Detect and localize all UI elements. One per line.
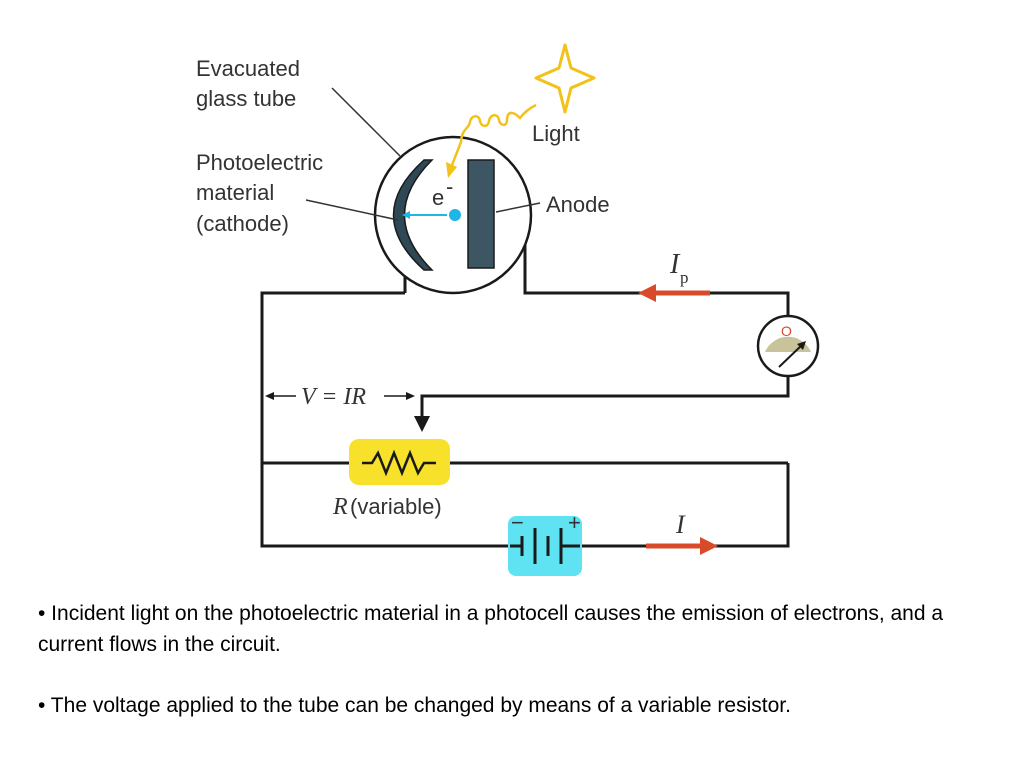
anode-plate [467,159,495,269]
tube-label-leader [331,87,401,157]
galvanometer-needle [778,343,804,368]
galvanometer-needle-head [797,341,806,350]
anode-wire [494,238,790,318]
bullet-item-emission: • Incident light on the photoelectric ma… [38,602,944,656]
battery-cells [510,528,580,564]
variable-resistor-highlight [349,439,450,485]
cathode-label-line2: material [196,180,274,205]
cathode-label-line1: Photoelectric [196,150,323,175]
cathode-label-leader [305,199,399,221]
electron-arrowhead [402,211,410,219]
tube-label-line2: glass tube [196,86,296,111]
current-label: I [675,510,686,539]
bullet-item-voltage: • The voltage applied to the tube can be… [38,694,791,717]
photocurrent-arrowhead [638,284,656,302]
bullet-list: • Incident light on the photoelectric ma… [38,598,998,751]
photocurrent-symbol: I [669,249,681,280]
light-label: Light [532,121,580,146]
cathode-label-line3: (cathode) [196,211,289,236]
battery-positive-label: + [568,510,581,535]
light-arrowhead [446,162,457,178]
voltage-arrow-right-head [406,392,415,400]
battery-negative-label: − [511,510,524,535]
light-wave [450,103,537,166]
resistor-zigzag [362,449,436,477]
voltage-arrow-left-head [265,392,274,400]
current-arrowhead [700,537,718,555]
slider-contact-arrowhead [414,416,430,432]
galvanometer-glyph: O [781,323,792,339]
voltage-label: V = IR [301,384,366,410]
photocurrent-subscript: p [680,268,689,287]
left-wire [260,291,510,548]
meter-return-wire [420,375,790,418]
anode-label-leader [495,202,541,213]
anode-label: Anode [546,192,610,217]
resistor-description-label: (variable) [350,494,442,519]
photocell-circuit-diagram: Evacuated glass tube Light Photoelectric… [196,43,820,576]
photoelectric-cathode [392,159,434,271]
electron-dot [449,209,461,221]
light-source-icon [534,43,596,114]
battery-highlight [508,516,582,576]
electron-label: e [432,185,444,210]
resistor-symbol-label: R [332,494,348,520]
tube-label-line1: Evacuated [196,56,300,81]
electron-charge-label: - [446,174,453,199]
